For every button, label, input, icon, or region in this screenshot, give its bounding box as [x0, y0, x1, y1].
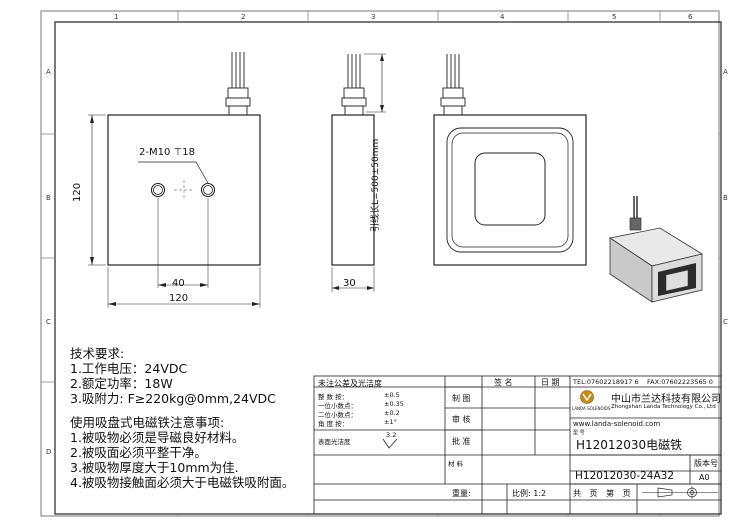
thread-label: 2-M10 ⊤18: [139, 147, 195, 158]
product-name: H12012030电磁铁: [576, 438, 683, 452]
surface-value: 3.2: [386, 431, 397, 439]
tol-row-3-value: ±0.2: [384, 409, 400, 417]
surface-finish-icon: [382, 438, 398, 449]
zone-top-4: 4: [500, 13, 505, 21]
zone-left-c: C: [46, 318, 51, 326]
front-view: [88, 52, 261, 308]
version-value: A0: [699, 473, 710, 482]
hole-spacing-dim-label: 40: [172, 278, 185, 289]
model-label: 型 号: [573, 430, 585, 436]
zone-right-b: B: [723, 194, 728, 202]
surface-label: 表面光洁度: [318, 438, 351, 446]
zone-right-c: C: [723, 318, 728, 326]
tech-item-2: 2.额定功率：18W: [70, 376, 173, 391]
drawing-number: H12012030-24A32: [575, 470, 675, 482]
zone-left-d: D: [46, 448, 52, 456]
tol-row-3-label: 二位小数点：: [318, 411, 357, 419]
company-logo-icon: [580, 390, 594, 404]
zone-top-5: 5: [612, 13, 617, 21]
tolerance-header: 未注公差及光洁度: [318, 379, 382, 388]
version-label: 版本号: [694, 459, 718, 468]
zone-top-3: 3: [371, 13, 376, 21]
usage-notes: 使用吸盘式电磁铁注意事项: 1.被吸物必须是导磁良好材料。 2.被吸面必须平整干…: [70, 415, 294, 490]
usage-item-1: 1.被吸物必须是导磁良好材料。: [70, 430, 245, 445]
usage-item-2: 2.被吸面必须平整干净。: [70, 445, 207, 460]
tech-requirements: 技术要求: 1.工作电压：24VDC 2.额定功率：18W 3.吸附力: F≥2…: [70, 346, 276, 406]
zone-left-b: B: [46, 194, 51, 202]
zone-top-6: 6: [688, 13, 693, 21]
date-header: 日 期: [541, 378, 560, 387]
tech-item-3: 3.吸附力: F≥220kg@0mm,24VDC: [70, 391, 276, 406]
material-label: 材 料: [448, 460, 464, 468]
sheets-label: 共 页 第 页: [573, 489, 631, 498]
projection-symbol-icon: [642, 486, 718, 499]
tol-row-1-label: 整 数 按：: [318, 393, 349, 401]
thickness-dim-label: 30: [343, 278, 356, 289]
side-view: [331, 53, 386, 292]
tol-row-1-value: ±0.5: [384, 391, 400, 399]
sign-row-draw: 制 图: [452, 394, 471, 403]
website-text: www.landa-solenoid.com: [573, 420, 661, 428]
tol-row-4-label: 角 度 按：: [318, 420, 349, 428]
usage-item-4: 4.被吸物接触面必须大于电磁铁吸附面。: [70, 475, 295, 490]
scale-label: 比例: 1:2: [512, 489, 547, 498]
weight-label: 重量:: [452, 489, 471, 498]
zone-right-a: A: [723, 68, 728, 76]
usage-item-3: 3.被吸物厚度大于10mm为佳.: [70, 460, 239, 475]
tech-item-1: 1.工作电压：24VDC: [70, 361, 188, 376]
usage-title: 使用吸盘式电磁铁注意事项:: [70, 415, 225, 430]
company-name-en: Zhongshan Landa Technology Co., Ltd: [611, 404, 716, 410]
tech-title: 技术要求:: [70, 346, 125, 361]
width-dim-label: 120: [169, 293, 189, 304]
sign-row-review: 审 核: [452, 415, 471, 424]
top-view: [433, 54, 587, 266]
sign-header: 签 名: [494, 378, 513, 387]
sign-row-approve: 批 准: [452, 437, 471, 446]
tol-row-2-value: ±0.35: [384, 400, 404, 408]
tol-row-4-value: ±1°: [384, 418, 397, 426]
tol-row-2-label: 一位小数点：: [318, 402, 357, 410]
zone-top-2: 2: [241, 13, 246, 21]
company-name-cn: 中山市兰达科技有限公司: [611, 394, 721, 405]
fax-text: FAX:07602223565 0: [647, 378, 713, 386]
zone-left-a: A: [46, 68, 51, 76]
isometric-view: [608, 196, 704, 303]
zone-top-1: 1: [114, 13, 119, 21]
company-logo-text: LANDA SOLENOIDS: [572, 406, 611, 411]
tel-text: TEL:07602218917 6: [573, 378, 639, 386]
